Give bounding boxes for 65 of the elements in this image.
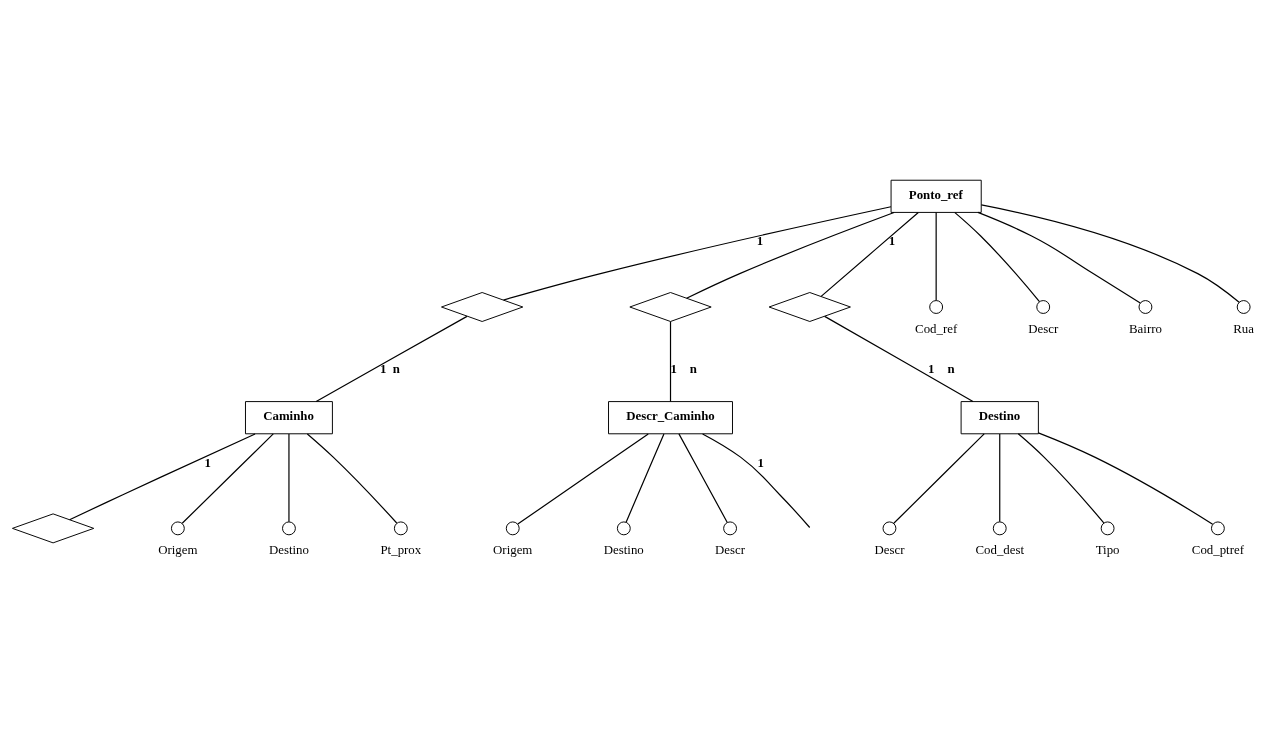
node-label: Descr xyxy=(715,543,746,558)
node-circle xyxy=(1100,521,1115,536)
node-label: Origem xyxy=(158,543,198,558)
node-label: Destino xyxy=(603,543,644,558)
node-box: Destino xyxy=(960,401,1039,435)
node-circle xyxy=(723,521,737,536)
node-circle xyxy=(1138,300,1153,314)
node-circle xyxy=(929,300,944,314)
node-label: Origem xyxy=(493,543,533,558)
edge-label: 1 n xyxy=(379,362,400,377)
connector xyxy=(954,212,1041,303)
node-diamond xyxy=(768,292,851,322)
connector xyxy=(625,433,665,523)
node-label: Cod_ptref xyxy=(1191,543,1244,558)
edge-label: 1 xyxy=(204,455,211,470)
node-circle xyxy=(282,521,296,536)
node-label: Cod_dest xyxy=(975,543,1025,558)
connector xyxy=(824,315,974,403)
node-box: Caminho xyxy=(245,401,333,435)
node-box: Descr_Caminho xyxy=(608,401,733,435)
connector xyxy=(315,315,468,403)
node-label: Bairro xyxy=(1129,322,1162,336)
node-circle xyxy=(393,521,408,536)
connector xyxy=(517,433,649,525)
edge-label: 1 xyxy=(756,234,764,249)
node-circle xyxy=(882,521,897,536)
node-label: Destino xyxy=(268,543,309,558)
node-circle xyxy=(616,521,631,536)
connector xyxy=(980,204,1240,303)
node-label: Cod_ref xyxy=(915,322,958,336)
connector xyxy=(68,433,256,521)
node-circle xyxy=(1236,300,1251,314)
connector xyxy=(181,433,274,524)
connector xyxy=(288,433,290,523)
connector xyxy=(1037,432,1214,525)
connector xyxy=(1017,433,1105,524)
node-circle xyxy=(992,521,1007,536)
connector xyxy=(678,433,728,524)
connector xyxy=(702,433,811,529)
node-diamond xyxy=(441,292,524,322)
edge-label: 1 n xyxy=(670,362,697,377)
connector xyxy=(893,433,985,524)
connector xyxy=(686,211,895,299)
node-circle xyxy=(1210,521,1225,536)
connector xyxy=(820,211,919,297)
node-label: Descr xyxy=(1028,322,1059,336)
edge-label: 1 xyxy=(888,234,896,249)
connector xyxy=(669,321,672,403)
node-circle xyxy=(1036,300,1051,314)
node-label: Tipo xyxy=(1095,543,1120,558)
connector xyxy=(502,206,892,301)
connector xyxy=(306,433,398,524)
node-circle xyxy=(505,521,520,536)
connector xyxy=(999,433,1001,523)
connector xyxy=(977,211,1141,304)
connector xyxy=(935,211,937,301)
node-label: Pt_prox xyxy=(380,543,422,558)
node-box: Ponto_ref xyxy=(890,179,982,213)
edge-label: 1 xyxy=(757,455,764,470)
edge-label: 1 n xyxy=(928,362,955,377)
node-diamond xyxy=(629,292,712,322)
node-label: Rua xyxy=(1233,322,1255,336)
node-label: Descr xyxy=(874,543,905,558)
node-circle xyxy=(170,521,185,536)
node-diamond xyxy=(11,513,95,544)
